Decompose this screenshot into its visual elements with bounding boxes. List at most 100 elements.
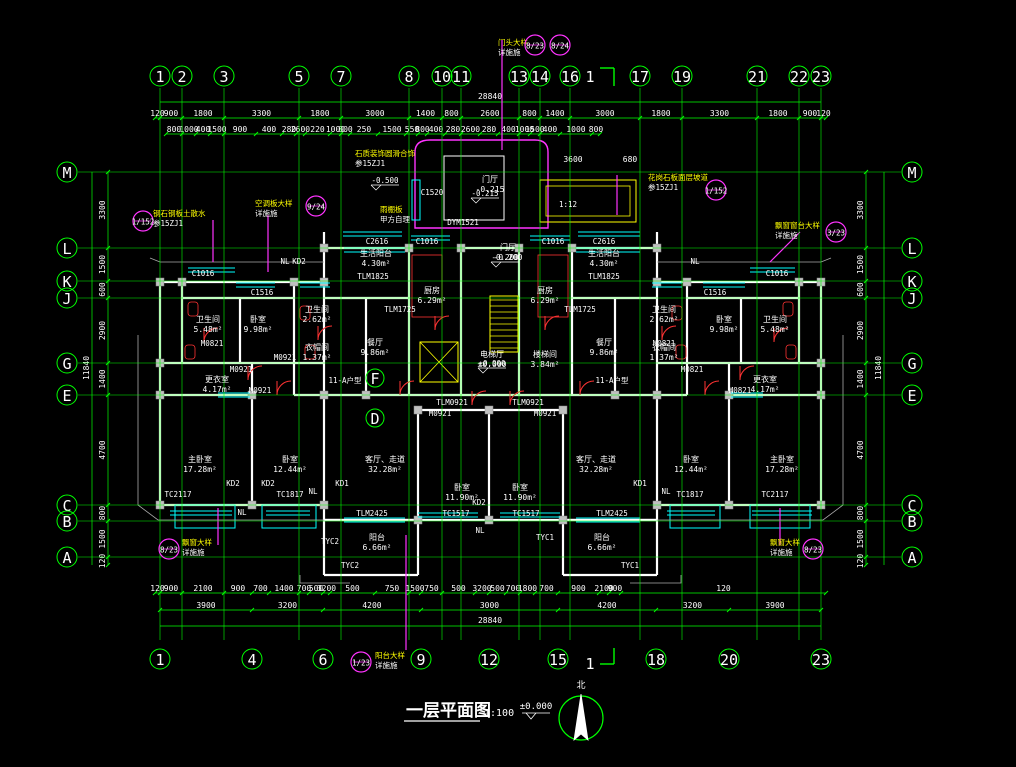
column xyxy=(319,277,329,287)
dim-left-text: 1500 xyxy=(98,255,107,274)
window-code: C1516 xyxy=(704,288,727,297)
room-name: 餐厅 xyxy=(596,338,612,347)
room-name: 主卧室 xyxy=(188,454,212,464)
dim-top2-text: 1000 xyxy=(326,125,345,134)
dim-top1-text: 1800 xyxy=(193,109,212,118)
axis-bubble xyxy=(810,648,832,670)
room-name: 厨房 xyxy=(424,285,440,295)
dim-left-text: 1500 xyxy=(98,529,107,548)
axis-label-left: E xyxy=(62,387,71,405)
callout-sub: 详施施 xyxy=(770,547,793,557)
door-code: M0821 xyxy=(729,386,752,395)
dim-bot2-text: 3000 xyxy=(480,601,499,610)
dim-top2-text: 280 xyxy=(446,125,461,134)
room-name: 门厅 xyxy=(482,174,498,184)
column xyxy=(289,277,299,287)
tick xyxy=(279,131,285,137)
room-area: 4.30m² xyxy=(590,259,619,268)
elevator xyxy=(419,341,459,383)
callout-sub: 详施施 xyxy=(255,208,278,218)
misc-code: KD2 xyxy=(292,257,306,266)
window-code: TC1817 xyxy=(676,490,703,499)
misc-code: NL xyxy=(475,526,485,535)
axis-bubble xyxy=(365,368,385,388)
callout-number: 1/152 xyxy=(705,187,728,196)
callout-text: 雨棚板 xyxy=(380,204,403,214)
room-area: 2.62m² xyxy=(650,315,679,324)
dim-bot2-text: 4200 xyxy=(362,601,381,610)
tick xyxy=(347,131,353,137)
room-name: 客厅、走道 xyxy=(365,454,405,464)
axis-bubble xyxy=(559,65,581,87)
axis-label-right: M xyxy=(907,164,916,182)
bath-fixture xyxy=(675,344,687,360)
callout-text: 钢石钢板土散水 xyxy=(153,208,206,218)
room-area: 6.29m² xyxy=(531,296,560,305)
axis-label-left: L xyxy=(62,240,71,258)
axis-bubble xyxy=(431,65,453,87)
callout-bubble xyxy=(158,538,180,560)
dim-top2-text: 400 xyxy=(262,125,277,134)
dim-bot1-text: 700 xyxy=(253,584,268,593)
axis-bubble xyxy=(213,65,235,87)
dim-top1-text: 900 xyxy=(803,109,818,118)
door-swing xyxy=(704,380,720,396)
dim-left-text: 2900 xyxy=(98,321,107,340)
axis-label-right: L xyxy=(907,240,916,258)
axis-bubble xyxy=(901,270,923,292)
room-name: 卧室 xyxy=(454,482,470,492)
dim-right-text: 3300 xyxy=(856,200,865,219)
callout-number: 8/24 xyxy=(551,42,570,51)
entry-canopy xyxy=(414,139,549,229)
door-swing xyxy=(544,315,560,331)
dim-top2-text: 280 xyxy=(282,125,297,134)
eave-line xyxy=(137,335,324,521)
level-text: -0.500 xyxy=(371,176,399,185)
axis-bubble xyxy=(330,65,352,87)
axis-label-top: 1 xyxy=(155,68,164,86)
window-code: TLM2425 xyxy=(596,509,628,518)
room-name: 衣帽间 xyxy=(305,342,329,352)
tick xyxy=(863,562,869,568)
door-code: M0821 xyxy=(653,339,676,348)
dim-top1-text: 120 xyxy=(816,109,831,118)
tick xyxy=(823,115,829,121)
axis-bubble xyxy=(398,65,420,87)
tick xyxy=(442,131,448,137)
north-label: 北 xyxy=(576,680,585,691)
axis-label-left: M xyxy=(62,164,71,182)
ramp-slope: 1:12 xyxy=(559,200,577,209)
axis-label-right: A xyxy=(907,549,916,567)
room-area: 4.17m² xyxy=(203,385,232,394)
axis-bubble xyxy=(901,161,923,183)
dim-bot1-text: 900 xyxy=(571,584,586,593)
tick xyxy=(606,590,612,596)
axis-label-bottom: 15 xyxy=(549,651,567,669)
bay-window xyxy=(669,504,721,529)
room-name: 门厅 xyxy=(500,242,516,252)
dim-left-text: 120 xyxy=(98,554,107,569)
room-area: 2.62m² xyxy=(303,315,332,324)
tick xyxy=(302,131,308,137)
window-code: TC2117 xyxy=(761,490,788,499)
axis-label-left: A xyxy=(62,549,71,567)
axis-bubble xyxy=(312,648,334,670)
dim-top1-text: 1800 xyxy=(768,109,787,118)
dim-bot1-text: 3200 xyxy=(472,584,491,593)
axis-label-top: 7 xyxy=(336,68,345,86)
room-name: 生活阳台 xyxy=(360,248,392,258)
dim-top2-text: 2600 xyxy=(291,125,310,134)
dim-top1-text: 1400 xyxy=(545,109,564,118)
dim-bot1-text: 2100 xyxy=(193,584,212,593)
dim-top2-text: 400 xyxy=(543,125,558,134)
axis-label-left: K xyxy=(62,273,71,291)
room-area: 32.28m² xyxy=(579,465,613,474)
window-code: DYM1521 xyxy=(447,218,479,227)
callout-sub: 详施施 xyxy=(498,47,521,57)
axis-bubble xyxy=(241,648,263,670)
door-swing xyxy=(579,380,595,396)
callout-bubble xyxy=(305,195,327,217)
level-text: -0.200 xyxy=(491,253,519,262)
window-code: TC1517 xyxy=(442,509,469,518)
dim-bot1-text: 3200 xyxy=(317,584,336,593)
